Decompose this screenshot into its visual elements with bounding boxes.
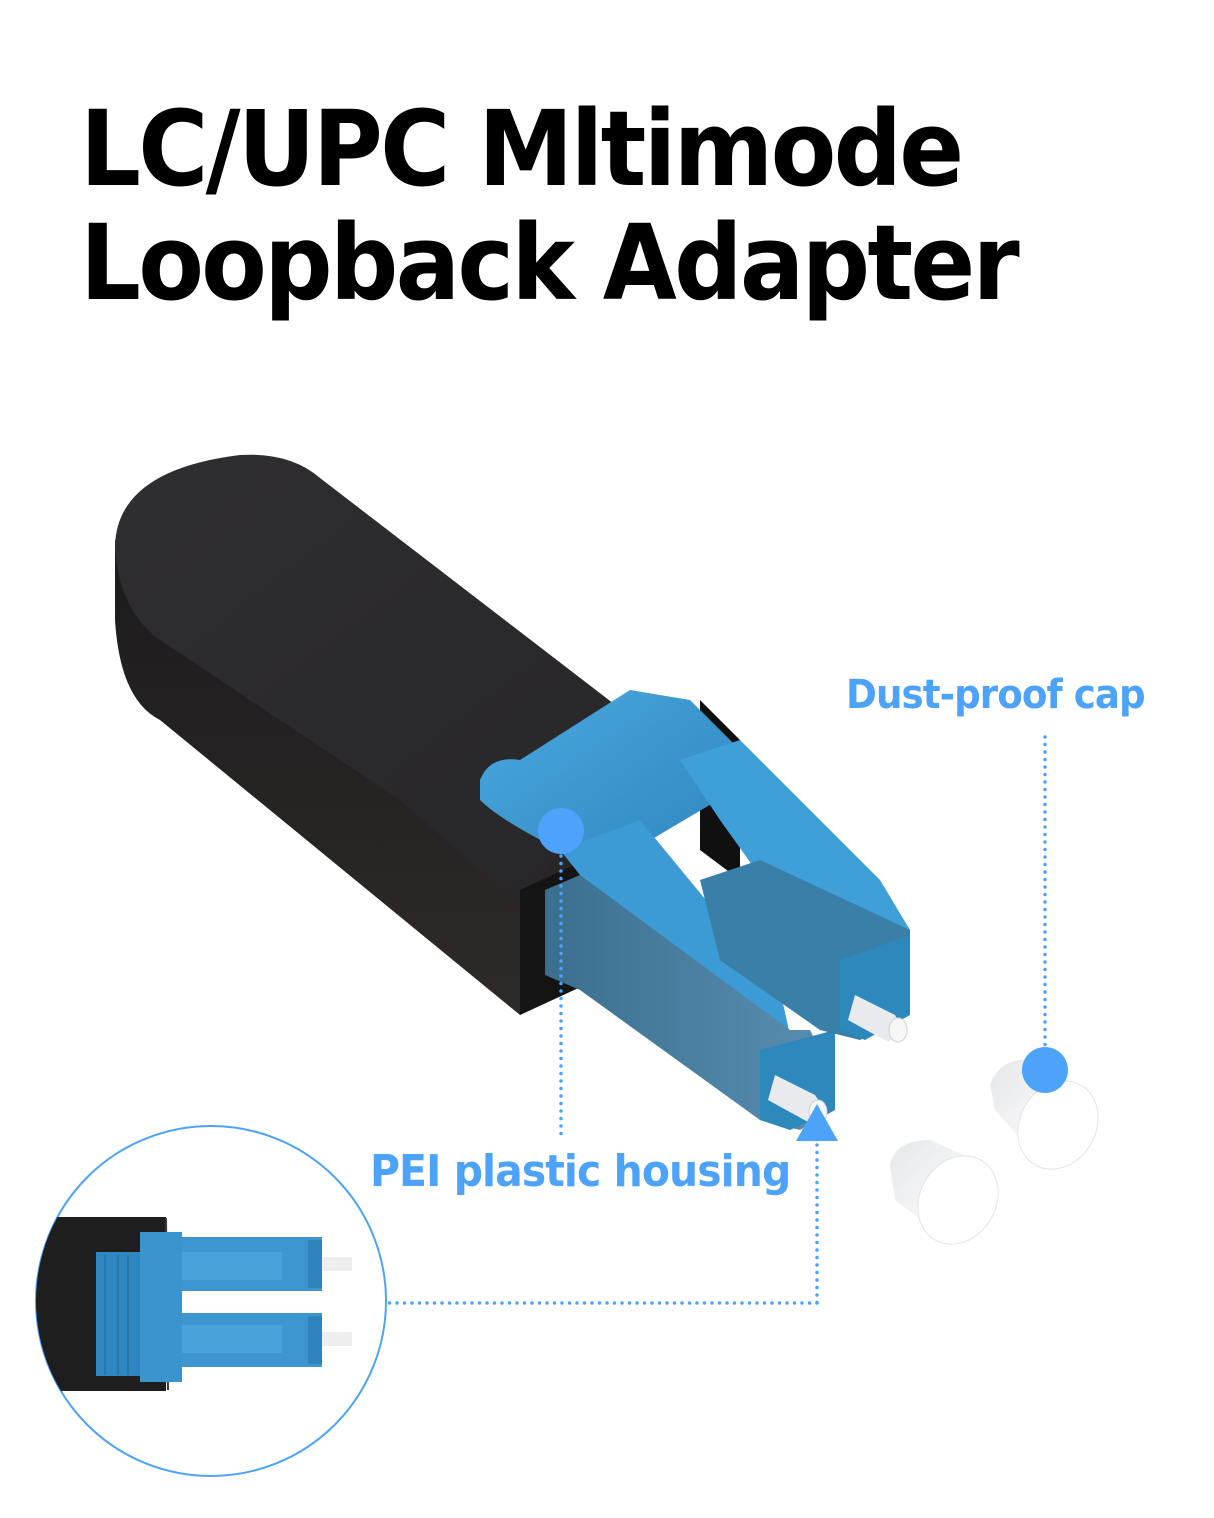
ferrule-right xyxy=(848,995,908,1043)
title-line-1: LC/UPC Mltimode xyxy=(80,88,964,210)
detail-inset xyxy=(35,1125,387,1477)
circle-dot-icon xyxy=(538,808,584,854)
page-title: LC/UPC Mltimode Loopback Adapter xyxy=(80,88,1020,324)
circle-dot-icon xyxy=(1022,1047,1068,1093)
dust-cap-2 xyxy=(890,1140,999,1245)
dust-cap-label: Dust-proof cap xyxy=(846,672,1146,718)
detail-connector-line xyxy=(386,1104,838,1305)
triangle-up-icon xyxy=(796,1104,838,1141)
dust-cap-callout xyxy=(1022,735,1068,1093)
housing-label: PEI plastic housing xyxy=(370,1146,791,1197)
lc-duplex-connector xyxy=(480,690,910,1130)
title-line-2: Loopback Adapter xyxy=(80,202,1020,324)
housing-callout xyxy=(538,808,584,1140)
